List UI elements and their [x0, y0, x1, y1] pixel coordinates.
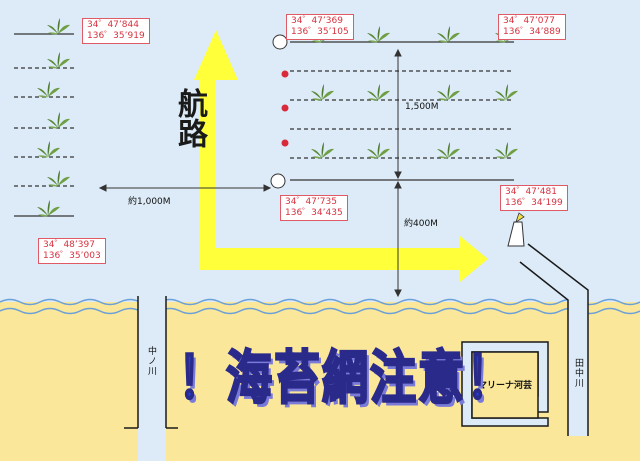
- lat: 34゜48’397: [43, 240, 95, 250]
- shoreline-wave: [0, 298, 640, 306]
- main-net-rows: [290, 41, 514, 181]
- lon: 136゜35’003: [43, 251, 101, 261]
- distance-east-west: 約1,000M: [128, 197, 171, 207]
- route-label: 航路: [172, 88, 207, 148]
- lon: 136゜34’889: [503, 27, 561, 37]
- lon: 136゜34’435: [285, 208, 343, 218]
- left-river-label: 中ノ川: [146, 346, 156, 376]
- right-river-label: 田中川: [573, 358, 583, 388]
- coord-net-top-right: 34゜47’077 136゜34’889: [498, 14, 566, 40]
- right-river: [520, 244, 588, 436]
- lon: 136゜34’199: [505, 198, 563, 208]
- coord-net-top-left: 34゜47’369 136゜35’105: [286, 14, 354, 40]
- lon: 136゜35’105: [291, 27, 349, 37]
- lat: 34゜47’481: [505, 187, 557, 197]
- shoreline-wave-2: [0, 307, 640, 315]
- coord-net-bottom-right: 34゜47’481 136゜34’199: [500, 185, 568, 211]
- distance-arrows: [98, 48, 402, 298]
- warning-banner: ！海苔網注意！: [177, 343, 514, 413]
- lon: 136゜35’919: [87, 31, 145, 41]
- left-river: [138, 296, 166, 461]
- lat: 34゜47’735: [285, 197, 337, 207]
- buoys: [270, 34, 289, 189]
- distance-to-shore: 約400M: [404, 219, 438, 229]
- route-arrow: [194, 30, 488, 282]
- lighthouse-icon: [507, 221, 525, 247]
- coord-west-bottom: 34゜48’397 136゜35’003: [38, 238, 106, 264]
- lat: 34゜47’369: [291, 16, 343, 26]
- coord-nw-top: 34゜47’844 136゜35’919: [82, 18, 150, 44]
- coord-net-bottom-left: 34゜47’735 136゜34’435: [280, 195, 348, 221]
- marina-label: マリーナ河芸: [478, 381, 533, 391]
- lat: 34゜47’077: [503, 16, 555, 26]
- lat: 34゜47’844: [87, 20, 139, 30]
- distance-net-depth: 1,500M: [405, 102, 439, 112]
